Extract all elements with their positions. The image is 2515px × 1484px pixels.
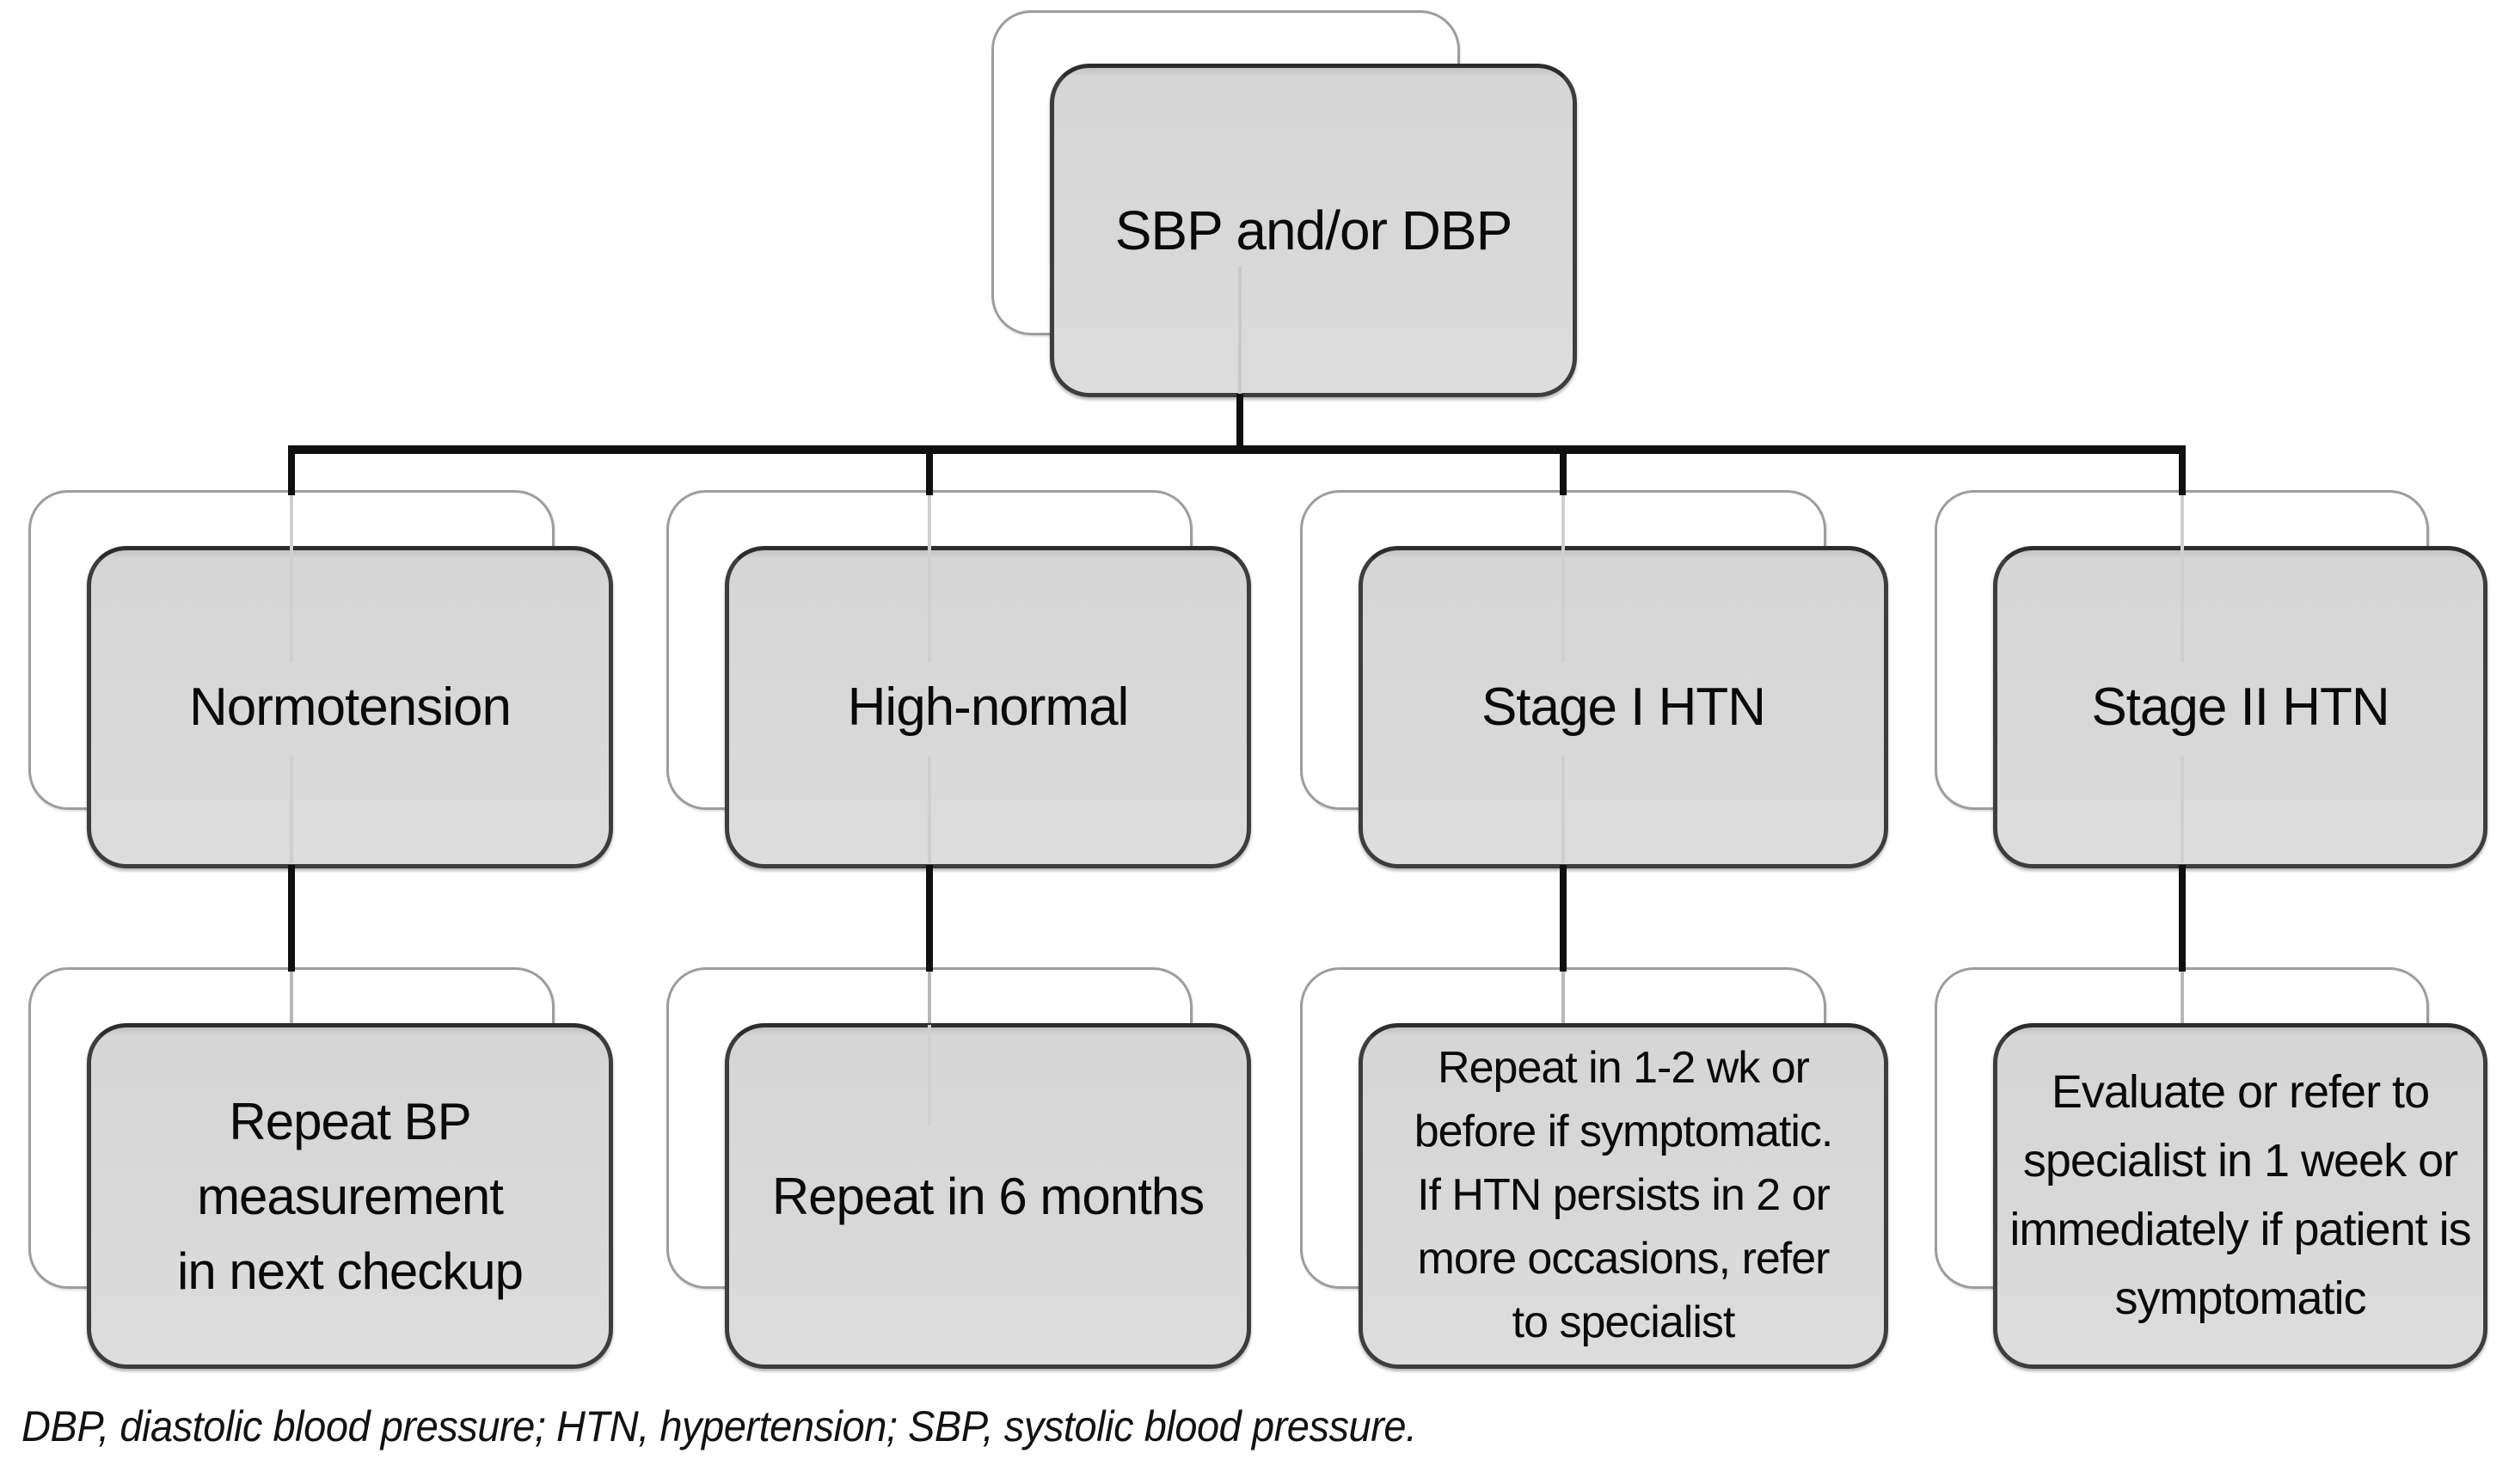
classification-label: High-normal	[847, 677, 1130, 737]
action-label: Repeat BP measurement in next checkup	[177, 1092, 524, 1300]
root-node-label: SBP and/or DBP	[1114, 199, 1513, 261]
root-node: SBP and/or DBP	[1050, 64, 1577, 397]
classification-node-normotension: Normotension	[87, 546, 613, 868]
abbreviation-footnote: DBP, diastolic blood pressure; HTN, hype…	[21, 1402, 1417, 1450]
action-node-normotension: Repeat BP measurement in next checkup	[87, 1023, 613, 1369]
classification-node-stage1-htn: Stage I HTN	[1359, 546, 1888, 868]
action-label: Repeat in 6 months	[771, 1167, 1205, 1225]
action-node-stage1-htn: Repeat in 1-2 wk or before if symptomati…	[1359, 1023, 1888, 1369]
classification-node-stage2-htn: Stage II HTN	[1993, 546, 2487, 868]
classification-label: Stage II HTN	[2091, 677, 2389, 737]
classification-node-high-normal: High-normal	[725, 546, 1251, 868]
action-node-stage2-htn: Evaluate or refer to specialist in 1 wee…	[1993, 1023, 2487, 1369]
action-label: Repeat in 1-2 wk or before if symptomati…	[1414, 1043, 1834, 1347]
classification-label: Normotension	[189, 677, 512, 737]
classification-label: Stage I HTN	[1481, 677, 1766, 737]
action-label: Evaluate or refer to specialist in 1 wee…	[2009, 1066, 2471, 1324]
action-node-high-normal: Repeat in 6 months	[725, 1023, 1251, 1369]
